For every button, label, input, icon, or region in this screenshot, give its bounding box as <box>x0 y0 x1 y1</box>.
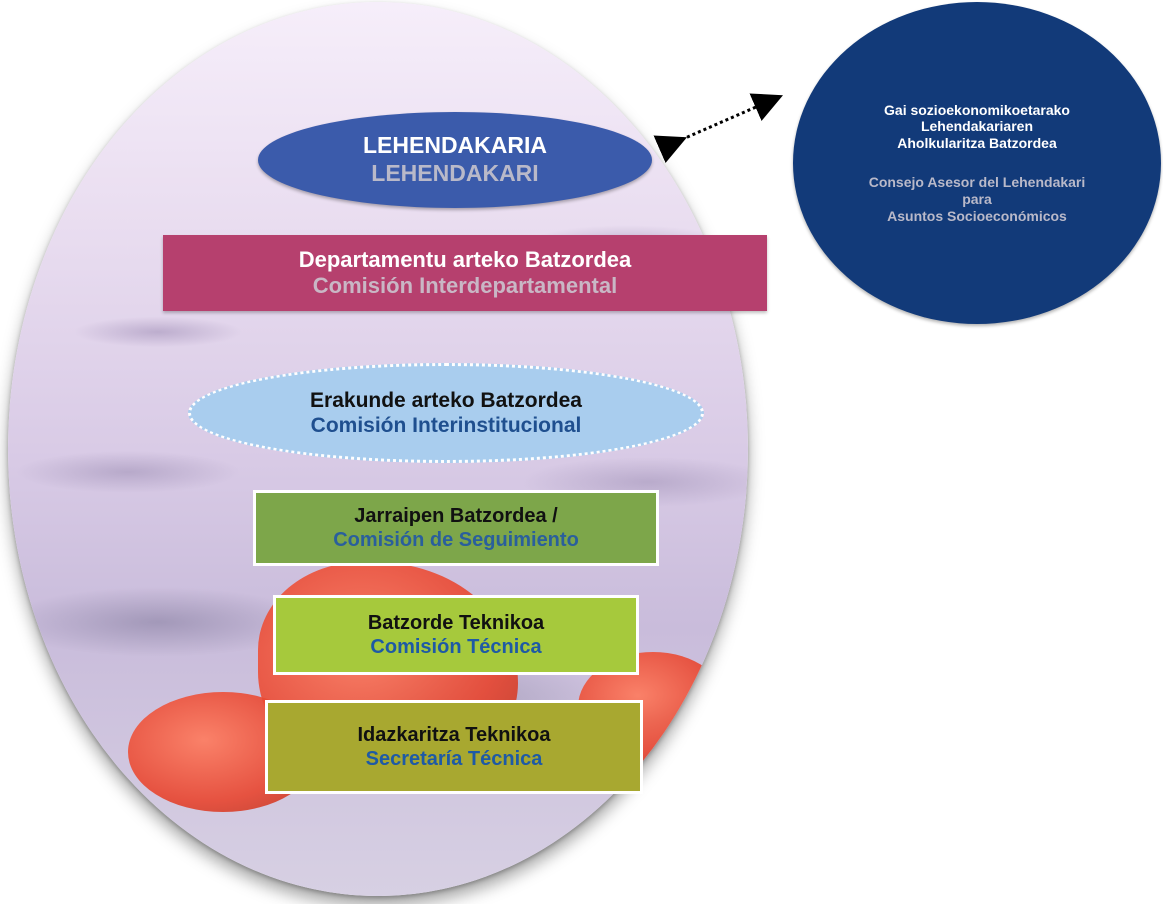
node-tecnica: Batzorde Teknikoa Comisión Técnica <box>273 595 639 675</box>
advisory-es-line-3: Asuntos Socioeconómicos <box>887 207 1067 224</box>
node-seguimiento-eu: Jarraipen Batzordea / <box>354 505 558 527</box>
bidirectional-dotted-arrow <box>653 93 783 163</box>
advisory-spanish-label: Consejo Asesor del Lehendakari para Asun… <box>869 174 1086 224</box>
advisory-eu-line-3: Aholkularitza Batzordea <box>897 135 1057 152</box>
node-secretaria: Idazkaritza Teknikoa Secretaría Técnica <box>265 700 643 794</box>
node-tecnica-es: Comisión Técnica <box>370 636 542 658</box>
node-secretaria-es: Secretaría Técnica <box>365 748 543 770</box>
advisory-eu-line-2: Lehendakariaren <box>920 118 1034 135</box>
node-interinstitucional: Erakunde arteko Batzordea Comisión Inter… <box>188 363 704 463</box>
node-interdepartamental-es: Comisión Interdepartamental <box>312 273 618 298</box>
advisory-eu-line-1: Gai sozioekonomikoetarako <box>884 101 1070 118</box>
node-tecnica-eu: Batzorde Teknikoa <box>367 612 545 634</box>
advisory-basque-label: Gai sozioekonomikoetarako Lehendakariare… <box>884 102 1070 152</box>
node-lehendakaria: LEHENDAKARIA LEHENDAKARI <box>258 112 652 208</box>
node-seguimiento: Jarraipen Batzordea / Comisión de Seguim… <box>253 490 659 566</box>
node-interinstitucional-eu: Erakunde arteko Batzordea <box>310 388 582 412</box>
node-advisory-council: Gai sozioekonomikoetarako Lehendakariare… <box>793 2 1161 324</box>
node-lehendakaria-es: LEHENDAKARI <box>371 160 539 186</box>
node-interinstitucional-es: Comisión Interinstitucional <box>310 414 582 437</box>
node-lehendakaria-eu: LEHENDAKARIA <box>363 132 547 159</box>
node-secretaria-eu: Idazkaritza Teknikoa <box>357 724 551 746</box>
node-seguimiento-es: Comisión de Seguimiento <box>333 529 579 551</box>
node-interdepartamental: Departamentu arteko Batzordea Comisión I… <box>163 235 767 311</box>
advisory-es-line-2: para <box>962 190 992 207</box>
advisory-es-line-1: Consejo Asesor del Lehendakari <box>868 174 1086 190</box>
node-interdepartamental-eu: Departamentu arteko Batzordea <box>298 246 632 272</box>
